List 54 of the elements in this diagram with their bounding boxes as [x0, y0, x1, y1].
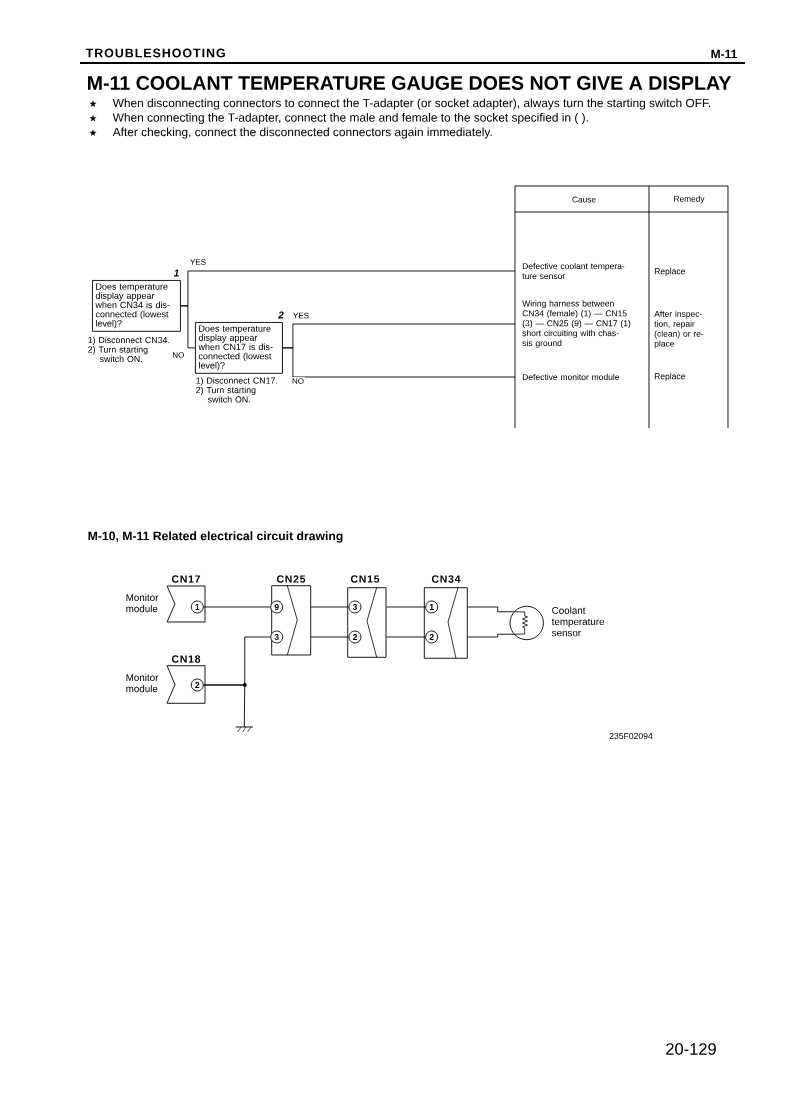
wire [467, 606, 515, 613]
node-label: CN34 [431, 575, 461, 583]
section-number: M-11 [711, 49, 737, 59]
step-number: 1 [173, 269, 179, 277]
instruction-text: 1) Disconnect CN34. [88, 336, 170, 345]
drawing-number: 235F02094 [609, 732, 653, 740]
edge-label: YES [189, 258, 207, 266]
question-box: Does temperature display appear when CN17 is dis- connected (lowest level)? [195, 322, 283, 374]
edge-label: NO [171, 351, 186, 359]
remedy-text: Replace [654, 373, 685, 381]
note-text: After checking, connect the disconnected connectors again immediately. [112, 127, 492, 139]
instruction-text: 1) Disconnect CN17. [196, 377, 278, 386]
module-label: Monitor module [126, 673, 159, 693]
pin-number: 3 [348, 600, 362, 614]
remedy-text: Replace [654, 268, 685, 276]
connector-line [282, 347, 516, 378]
wire [203, 684, 246, 728]
node-label: CN25 [276, 575, 306, 583]
wire [310, 636, 349, 638]
connector-line [180, 305, 196, 349]
pin-number: 1 [190, 600, 204, 614]
title: M-11 COOLANT TEMPERATURE GAUGE DOES NOT GIVE A DISPLAY [88, 76, 732, 90]
pin-number: 2 [425, 630, 439, 644]
edge-label: YES [292, 311, 310, 320]
edge-label: NO [291, 377, 305, 385]
wire [310, 606, 349, 608]
section-heading: M-10, M-11 Related electrical circuit drawing [88, 531, 343, 543]
node-label: CN15 [350, 575, 380, 583]
wire [467, 633, 515, 638]
wire [385, 636, 426, 638]
instruction-text: 2) Turn starting switch ON. [88, 346, 148, 363]
step-number: 2 [278, 311, 284, 319]
pin-number: 3 [270, 630, 284, 644]
header-text: TROUBLESHOOTING [85, 48, 225, 58]
question-box: Does temperature display appear when CN34 is dis- connected (lowest level)? [92, 280, 181, 332]
remedy-text: After inspec- tion, repair (clean) or re- place [654, 310, 704, 349]
note-text: When disconnecting connectors to connect the T-adapter (or socket adapter), always turn the starting switch OFF. [112, 98, 711, 110]
wire [203, 606, 271, 608]
wire [385, 606, 426, 608]
module-label: Monitor module [126, 593, 159, 613]
pin-number: 2 [348, 630, 362, 644]
ground-symbol [235, 726, 254, 733]
pin-number: 9 [270, 600, 284, 614]
instruction-text: 2) Turn starting switch ON. [196, 386, 256, 403]
cause-text: Wiring harness between CN34 (female) (1) — CN15 (3) — CN25 (9) — CN17 (1) short circuiting with chas- sis ground [522, 300, 631, 348]
pin-number: 1 [425, 600, 439, 614]
pin-number: 2 [190, 678, 204, 692]
cause-text: Defective coolant tempera- ture sensor [522, 262, 625, 280]
column-heading: Cause [572, 196, 596, 203]
cause-text: Defective monitor module [522, 373, 620, 381]
column-heading: Remedy [674, 195, 705, 204]
note-text: When connecting the T-adapter, connect the male and female to the socket specified in ( ). [112, 112, 588, 125]
page-number: 20-129 [666, 1043, 716, 1055]
sensor-label: Coolant temperature sensor [551, 606, 605, 637]
